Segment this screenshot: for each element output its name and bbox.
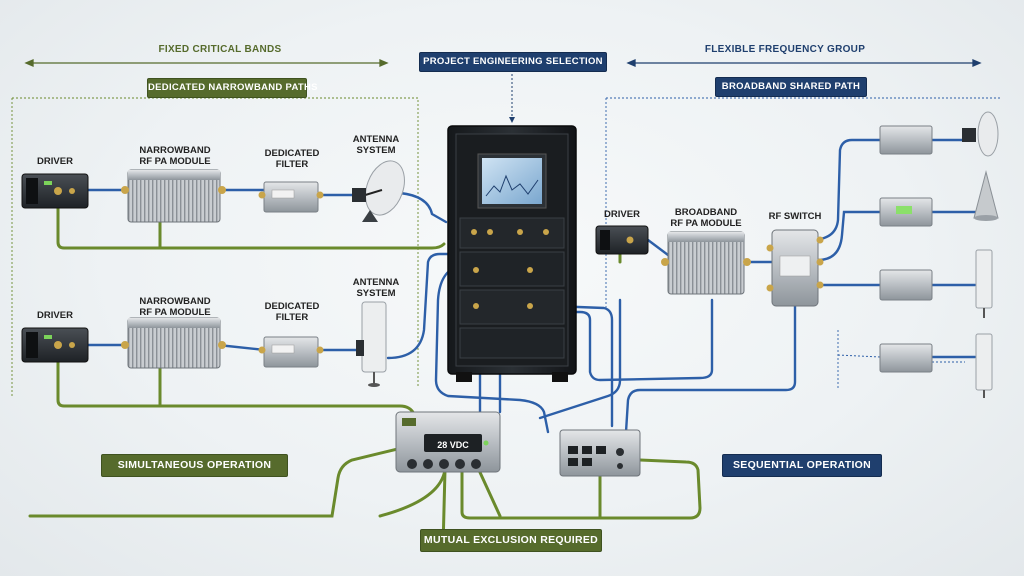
left-group-arrow — [24, 59, 389, 67]
narrowband-group-outline — [11, 97, 419, 398]
pa-2-label: NARROWBAND RF PA MODULE — [139, 296, 211, 318]
sequential-operation-tag: SEQUENTIAL OPERATION — [722, 454, 882, 477]
right-group-header: FLEXIBLE FREQUENCY GROUP — [704, 44, 866, 55]
blue-rf-cables — [86, 138, 977, 434]
dedicated-paths-tag: DEDICATED NARROWBAND PATHS — [147, 78, 318, 98]
network-switch-icon — [559, 429, 641, 477]
mutual-exclusion-tag: MUTUAL EXCLUSION REQUIRED — [420, 529, 602, 552]
left-group-header: FIXED CRITICAL BANDS — [158, 44, 282, 55]
filter-1-label: DEDICATED FILTER — [264, 148, 320, 170]
pa-module-1-device — [121, 169, 226, 223]
rf-switch-label: RF SWITCH — [768, 211, 822, 222]
broadband-path-tag: BROADBAND SHARED PATH — [715, 77, 867, 97]
driver-3-label: DRIVER — [604, 209, 640, 220]
filter-2-label: DEDICATED FILTER — [264, 301, 320, 323]
green-power-cables — [28, 206, 702, 550]
antenna-cone-icon — [973, 170, 999, 221]
broadband-group-outline — [605, 97, 1002, 310]
filter-2-device — [258, 336, 324, 368]
right-group-arrow — [626, 59, 982, 67]
antenna-panel-icon — [356, 301, 387, 387]
simultaneous-operation-tag: SIMULTANEOUS OPERATION — [101, 454, 288, 477]
pa-3-label: BROADBAND RF PA MODULE — [670, 207, 742, 229]
broadband-filter-units — [879, 125, 933, 373]
antenna-dish-small-icon — [962, 111, 999, 157]
antenna-dish-icon — [352, 160, 405, 222]
equipment-rack-icon — [447, 125, 577, 382]
pa-module-3-device — [661, 231, 751, 295]
driver-2-label: DRIVER — [37, 310, 73, 321]
rf-switch-device — [766, 229, 824, 307]
driver-3-device — [595, 225, 649, 255]
driver-2-device — [21, 327, 89, 363]
driver-1-label: DRIVER — [37, 156, 73, 167]
power-voltage-label: 28 VDC — [437, 440, 469, 450]
power-distribution-icon — [395, 411, 501, 473]
pa-1-label: NARROWBAND RF PA MODULE — [139, 145, 211, 167]
antenna-panel-small-icon — [975, 249, 993, 398]
project-selection-tag: PROJECT ENGINEERING SELECTION — [419, 52, 607, 72]
filter-1-device — [258, 181, 324, 213]
antenna-1-label: ANTENNA SYSTEM — [352, 134, 400, 156]
pa-module-2-device — [121, 317, 226, 369]
driver-1-device — [21, 173, 89, 209]
antenna-2-label: ANTENNA SYSTEM — [352, 277, 400, 299]
